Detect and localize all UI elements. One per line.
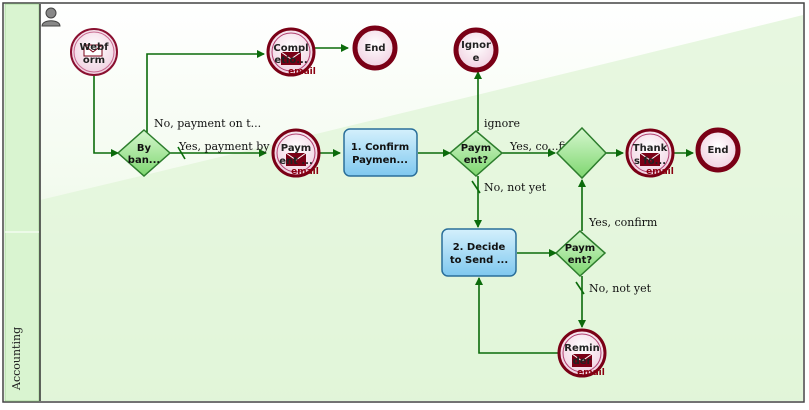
svg-text:ban...: ban... xyxy=(128,155,160,166)
svg-text:Paymen...: Paymen... xyxy=(352,155,408,166)
user-icon xyxy=(41,7,61,27)
svg-text:By: By xyxy=(137,143,152,154)
svg-text:email: email xyxy=(288,67,316,77)
lane-swoosh xyxy=(40,15,803,401)
svg-text:ent?: ent? xyxy=(464,155,489,166)
svg-text:email: email xyxy=(291,167,319,177)
task-confirm-payment[interactable]: 1. Confirm Paymen... xyxy=(343,128,418,177)
end-event-right[interactable]: End xyxy=(695,127,741,173)
svg-text:etio...: etio... xyxy=(274,55,307,66)
svg-text:ent ...: ent ... xyxy=(279,156,313,167)
svg-text:ent?: ent? xyxy=(568,255,593,266)
svg-text:1. Confirm: 1. Confirm xyxy=(351,142,409,153)
svg-text:Thank: Thank xyxy=(633,143,668,154)
flow-label-yes-payment: Yes, payment by xyxy=(178,140,270,153)
svg-text:Remin: Remin xyxy=(564,343,599,354)
svg-text:End: End xyxy=(364,43,385,54)
gateway-payment-2[interactable]: Paym ent? xyxy=(554,229,607,278)
svg-text:End: End xyxy=(707,145,728,156)
end-event-top[interactable]: End xyxy=(352,25,398,71)
svg-text:Paym: Paym xyxy=(281,143,311,154)
svg-text:Paym: Paym xyxy=(461,143,491,154)
reminder-email-event[interactable]: Remin der email xyxy=(557,328,607,378)
svg-text:e: e xyxy=(473,53,480,64)
flow-reminder-to-decide xyxy=(475,277,558,354)
completion-email-event[interactable]: Compl etio... email xyxy=(266,27,316,77)
svg-text:orm: orm xyxy=(83,55,105,66)
svg-text:Compl: Compl xyxy=(273,43,308,54)
svg-text:der: der xyxy=(573,356,592,367)
envelope-icon xyxy=(83,44,103,57)
flow-webform-to-gateway xyxy=(93,76,119,157)
lane-title: Accounting xyxy=(10,327,23,391)
sequence-flows xyxy=(93,44,694,354)
svg-text:Paym: Paym xyxy=(565,243,595,254)
flow-label-ignore: ignore xyxy=(484,117,520,130)
svg-text:s fo...: s fo... xyxy=(634,156,666,167)
flow-label-yes-confirm-2: Yes, confirm xyxy=(588,216,658,229)
webform-start-event[interactable]: Webf orm xyxy=(70,28,118,76)
lane-header xyxy=(4,3,40,402)
svg-text:Ignor: Ignor xyxy=(461,40,491,51)
payment-email-event[interactable]: Paym ent ... email xyxy=(271,128,321,178)
gateway-merge[interactable] xyxy=(555,126,608,180)
svg-text:Webf: Webf xyxy=(80,42,110,53)
svg-text:2. Decide: 2. Decide xyxy=(453,242,506,253)
gateway-payment-1[interactable]: Paym ent? xyxy=(448,130,504,178)
svg-text:to Send ...: to Send ... xyxy=(450,255,508,266)
flow-gateway-to-completion xyxy=(146,50,265,133)
svg-text:email: email xyxy=(646,167,674,177)
ignore-end-event[interactable]: Ignor e xyxy=(453,27,499,73)
thanks-email-event[interactable]: Thank s fo... email xyxy=(625,128,675,178)
flow-label-no-not-yet-1: No, not yet xyxy=(484,181,547,194)
svg-text:email: email xyxy=(577,368,605,378)
flow-label-no-not-yet-2: No, not yet xyxy=(589,282,652,295)
default-flow-marks xyxy=(177,146,585,295)
task-decide-to-send[interactable]: 2. Decide to Send ... xyxy=(441,228,517,277)
flow-label-no-payment: No, payment on t... xyxy=(154,117,261,130)
gateway-by-bank[interactable]: By ban... xyxy=(116,128,172,178)
